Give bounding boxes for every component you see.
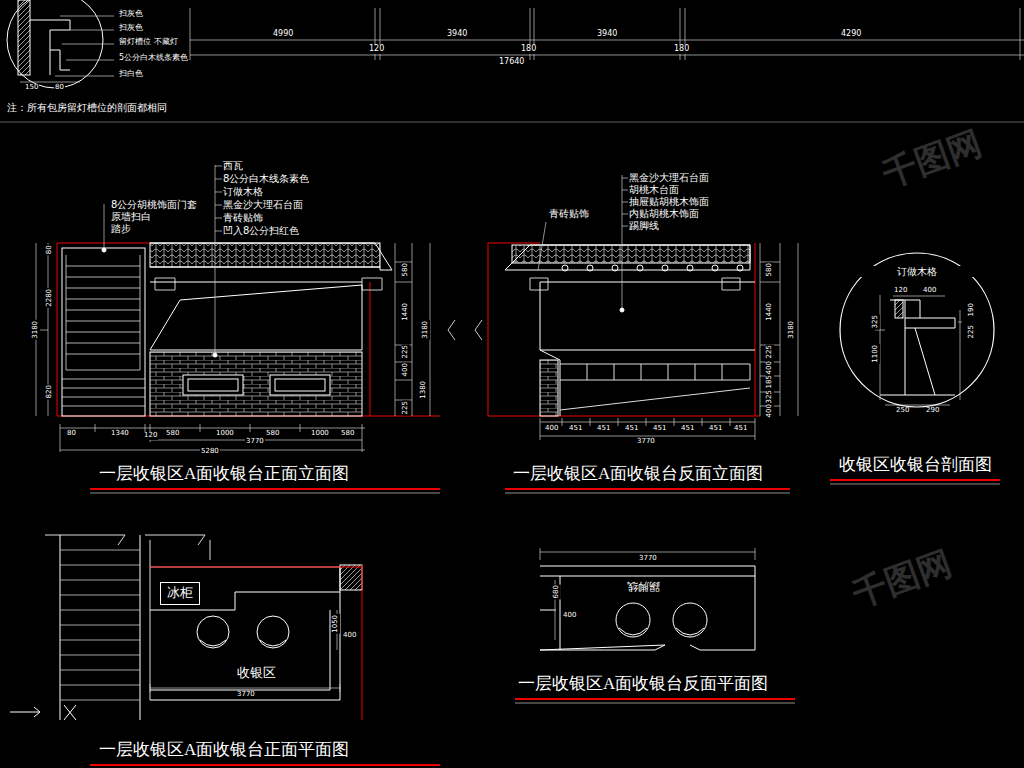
material-callout: 黑金沙大理石台面 <box>222 199 304 210</box>
dimension-label: 3770 <box>236 691 256 699</box>
finish-note: 5公分白木线条素色 <box>118 54 189 63</box>
material-callout: 踢脚线 <box>628 220 660 231</box>
finish-note: 扫灰色 <box>118 24 144 33</box>
dimension-label: 580 <box>766 262 774 277</box>
dimension-label: 3180 <box>422 320 430 340</box>
dimension-label: 3180 <box>788 320 796 340</box>
material-callout: 青砖贴饰 <box>548 208 590 219</box>
material-callout: 8公分白木线条素色 <box>222 173 310 184</box>
view-title: 一层收银区A面收银台正面平面图 <box>98 741 350 760</box>
dimension-label: 1440 <box>766 302 774 322</box>
dimension-label: 3180 <box>32 320 40 340</box>
drawing-note: 注：所有包房留灯槽位的剖面都相同 <box>6 102 168 113</box>
material-callout: 8公分胡桃饰面门套 <box>110 199 198 210</box>
dimension-label: 400 <box>766 403 774 418</box>
view-title: 一层收银区A面收银台正面立面图 <box>98 465 350 484</box>
dimension-label: 3940 <box>446 30 468 39</box>
material-callout: 抽屉贴胡桃木饰面 <box>628 196 710 207</box>
node-text: 订做木格 <box>839 266 995 277</box>
dimension-label: 820 <box>46 384 54 399</box>
dimension-label: 680 <box>553 584 561 599</box>
finish-note: 扫灰色 <box>118 10 144 19</box>
material-callout: 踏步 <box>110 223 132 234</box>
dimension-label: 1100 <box>872 344 880 364</box>
dimension-label: 580 <box>402 262 410 277</box>
dimension-label: 180 <box>520 45 537 54</box>
dimension-label: 580 <box>165 430 180 438</box>
dimension-label: 580 <box>340 430 355 438</box>
material-callout: 青砖贴饰 <box>222 212 264 223</box>
dimension-label: 17640 <box>498 58 525 67</box>
material-callout: 凹入8公分扫红色 <box>222 225 300 236</box>
material-callout: 踢脚线 <box>626 580 661 592</box>
dimension-label: 580 <box>265 430 280 438</box>
dimension-label: 190 <box>968 302 976 317</box>
dimension-label: 400 <box>922 287 937 295</box>
finish-note: 扫白色 <box>118 70 144 79</box>
dimension-label: 1340 <box>110 430 130 438</box>
dimension-label: 250 <box>895 407 910 415</box>
dimension-label: 1000 <box>310 430 330 438</box>
area-name: 收银区 <box>236 666 277 680</box>
view-title: 收银区收银台剖面图 <box>838 456 993 475</box>
dimension-label: 120 <box>143 432 158 440</box>
material-callout: 西瓦 <box>222 160 244 171</box>
dimension-label: 225 <box>766 344 774 359</box>
node-text: 冰柜 <box>161 586 199 600</box>
material-callout: 黑金沙大理石台面 <box>628 172 710 183</box>
watermark: 千图网 <box>847 543 958 614</box>
dimension-label: 4290 <box>840 30 862 39</box>
dimension-label: 225 <box>968 324 976 339</box>
dimension-label: 3940 <box>596 30 618 39</box>
dimension-label: 451 <box>733 425 748 433</box>
dimension-label: 225 <box>402 400 410 415</box>
dimension-label: 290 <box>925 407 940 415</box>
dimension-label: 451 <box>624 425 639 433</box>
dimension-label: 451 <box>680 425 695 433</box>
dimension-label: 3770 <box>245 438 265 446</box>
dimension-label: 120 <box>368 45 385 54</box>
dimension-label: 400 <box>562 612 577 620</box>
dimension-label: 3770 <box>638 555 658 563</box>
dimension-label: 80 <box>66 430 77 438</box>
view-title: 一层收银区A面收银台反面平面图 <box>517 675 769 694</box>
material-callout: 订做木格 <box>222 186 264 197</box>
finish-note: 留灯槽位 不藏灯 <box>118 38 179 47</box>
dimension-label: 1380 <box>420 380 428 400</box>
dimension-label: 185 <box>766 374 774 389</box>
dimension-label: 1440 <box>402 302 410 322</box>
dimension-label: 80 <box>54 84 65 92</box>
dimension-label: 451 <box>708 425 723 433</box>
dimension-label: 180 <box>673 45 690 54</box>
dimension-label: 80 <box>46 244 54 255</box>
dimension-label: 150 <box>24 84 39 92</box>
dimension-label: 451 <box>652 425 667 433</box>
dimension-label: 451 <box>568 425 583 433</box>
view-title: 一层收银区A面收银台反面立面图 <box>512 465 764 484</box>
dimension-label: 400 <box>544 425 559 433</box>
dimension-label: 1000 <box>215 430 235 438</box>
freezer-box: 冰柜 <box>160 582 200 605</box>
dimension-label: 5280 <box>200 448 220 456</box>
dimension-label: 325 <box>872 314 880 329</box>
dimension-label: 451 <box>596 425 611 433</box>
dimension-label: 2280 <box>46 288 54 308</box>
material-callout: 内贴胡桃木饰面 <box>628 208 700 219</box>
dimension-label: 225 <box>402 344 410 359</box>
dimension-label: 1050 <box>332 614 340 634</box>
dimension-label: 120 <box>893 287 908 295</box>
watermark: 千图网 <box>877 123 988 194</box>
dimension-label: 4990 <box>272 30 294 39</box>
dimension-label: 400 <box>342 632 357 640</box>
material-callout: 原墙扫白 <box>110 211 152 222</box>
material-callout: 胡桃木台面 <box>628 184 680 195</box>
dimension-label: 3770 <box>636 438 656 446</box>
dimension-label: 400 <box>402 362 410 377</box>
section-detail-circle: 订做木格 <box>839 252 995 408</box>
